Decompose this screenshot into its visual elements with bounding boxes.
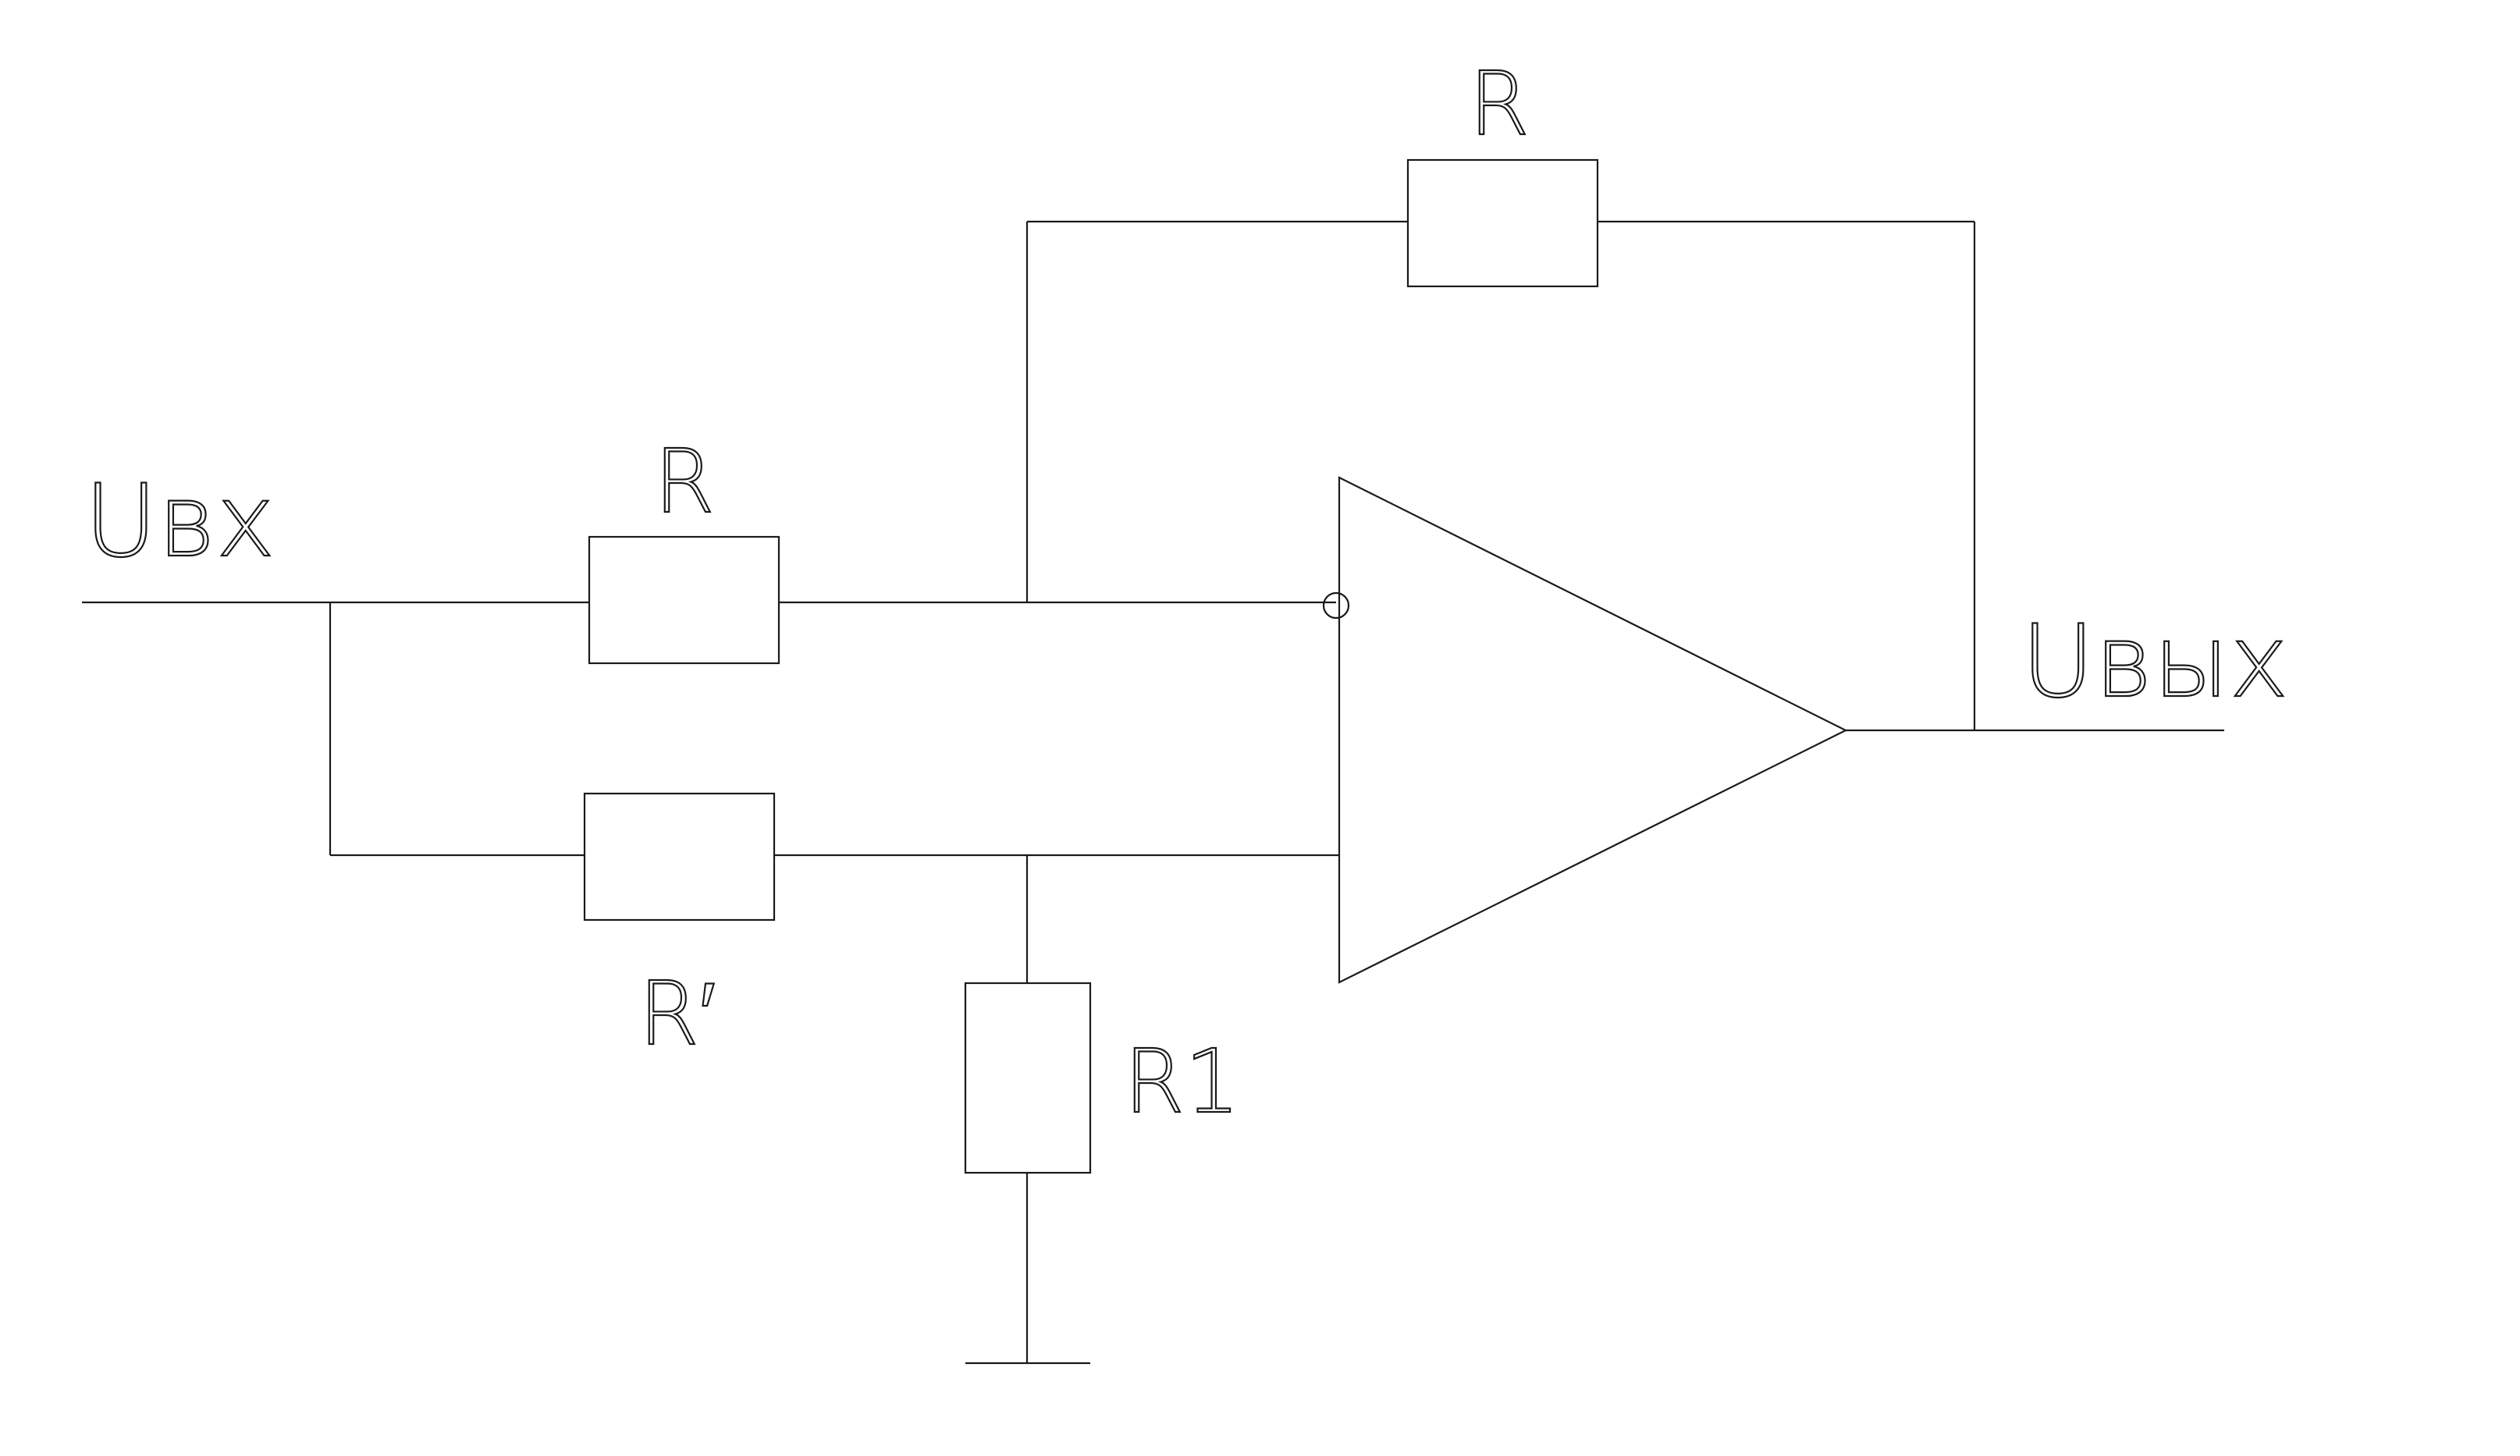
lower-resistor	[583, 792, 776, 922]
feedback-resistor	[1406, 158, 1599, 288]
inverting-input-marker	[1322, 591, 1350, 620]
feedback-resistor-label: R	[1469, 54, 1530, 155]
input-voltage-label: Uвх	[84, 463, 275, 580]
output-voltage-label: Uвых	[2021, 604, 2288, 720]
input-resistor	[588, 535, 780, 665]
op-amp-triangle	[1338, 476, 1848, 984]
ground-resistor	[964, 982, 1092, 1174]
ground-resistor-label: R1	[1124, 1032, 1240, 1133]
lower-resistor-label: R′	[638, 964, 716, 1065]
input-resistor-label: R	[654, 431, 715, 533]
